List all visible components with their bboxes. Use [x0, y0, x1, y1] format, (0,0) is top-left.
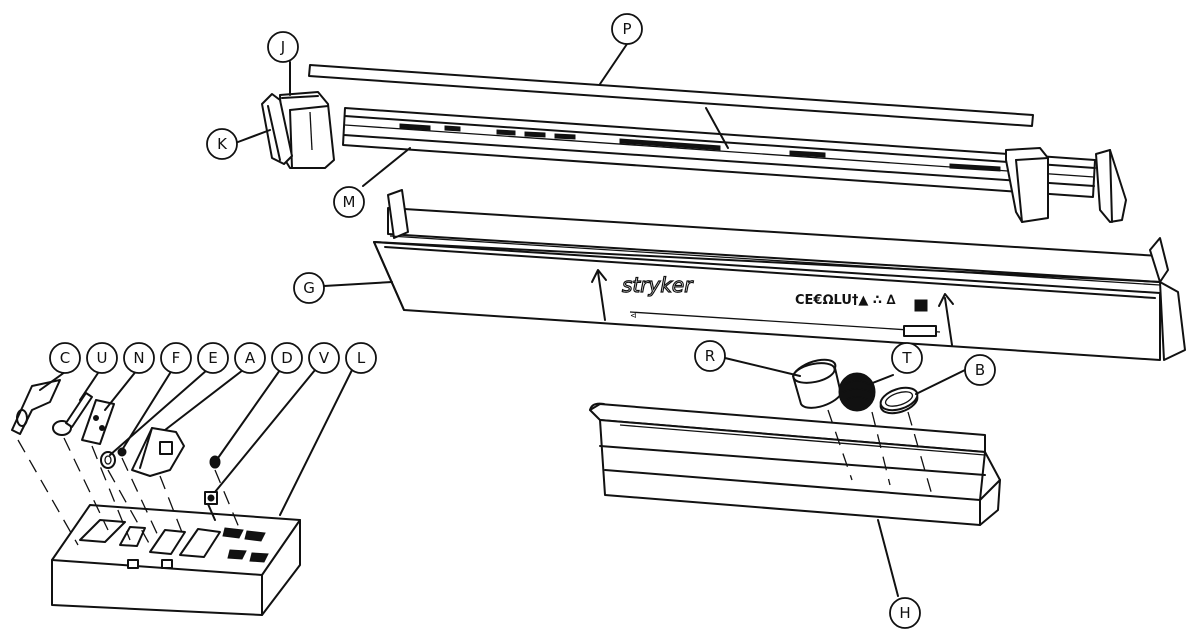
callout-c: C — [49, 342, 81, 374]
compliance-marks: CE€ΩLU†▲ ∴ ∆ — [795, 293, 896, 308]
callout-j: J — [267, 31, 299, 63]
part-v-screw — [204, 491, 218, 521]
callout-b: B — [964, 354, 996, 386]
callout-letter: D — [281, 349, 293, 367]
callout-letter: N — [133, 349, 144, 367]
callout-letter: G — [303, 279, 315, 297]
callout-letter: H — [899, 604, 910, 622]
callout-v: V — [308, 342, 340, 374]
part-h-tray — [589, 402, 1001, 526]
ring-alignment-lines — [827, 409, 933, 496]
label-square — [914, 299, 928, 312]
stryker-logo: stryker — [622, 273, 694, 297]
part-c-bracket — [11, 379, 61, 435]
callout-d: D — [271, 342, 303, 374]
callout-letter: M — [343, 193, 356, 211]
part-d-nut — [209, 455, 221, 469]
parts-alignment-lines — [17, 437, 241, 546]
callout-letter: U — [97, 349, 108, 367]
part-n-plate — [81, 399, 115, 445]
callout-u: U — [86, 342, 118, 374]
part-l-block — [51, 504, 301, 616]
leader-lines — [39, 43, 966, 597]
part-u-bolt — [52, 392, 93, 436]
callout-e: E — [197, 342, 229, 374]
label-plate — [903, 325, 937, 337]
callout-letter: E — [208, 349, 217, 367]
part-j-cap — [279, 91, 335, 169]
part-m-rail — [342, 107, 1127, 223]
callout-letter: V — [319, 349, 330, 367]
callout-letter: P — [622, 20, 631, 38]
callout-m: M — [333, 186, 365, 218]
callout-letter: C — [60, 349, 70, 367]
part-p-strip — [308, 64, 1034, 127]
callout-letter: L — [357, 349, 366, 367]
callout-letter: T — [901, 349, 912, 367]
part-t-spring — [838, 372, 876, 412]
callout-t: T — [891, 342, 923, 374]
callout-p: P — [611, 13, 643, 45]
part-a-clip — [131, 427, 185, 477]
callout-f: F — [160, 342, 192, 374]
callout-n: N — [123, 342, 155, 374]
callout-r: R — [694, 340, 726, 372]
callout-a: A — [234, 342, 266, 374]
callout-h: H — [889, 597, 921, 629]
callout-letter: F — [172, 349, 181, 367]
callout-letter: J — [280, 38, 285, 56]
part-e-nut — [117, 447, 127, 457]
part-b-ring — [879, 386, 919, 415]
part-f-washer — [100, 451, 116, 469]
part-k-cap — [261, 93, 293, 165]
callout-letter: K — [217, 135, 228, 153]
part-r-cylinder — [792, 358, 842, 409]
callout-letter: A — [245, 349, 256, 367]
part-g-tray: stryker CE€ΩLU†▲ ∴ ∆ ⊲ — [373, 189, 1186, 361]
callout-k: K — [206, 128, 238, 160]
callout-g: G — [293, 272, 325, 304]
callout-l: L — [345, 342, 377, 374]
callout-letter: R — [705, 347, 715, 365]
callout-letter: B — [975, 361, 985, 379]
side-mark: ⊲ — [630, 311, 637, 320]
